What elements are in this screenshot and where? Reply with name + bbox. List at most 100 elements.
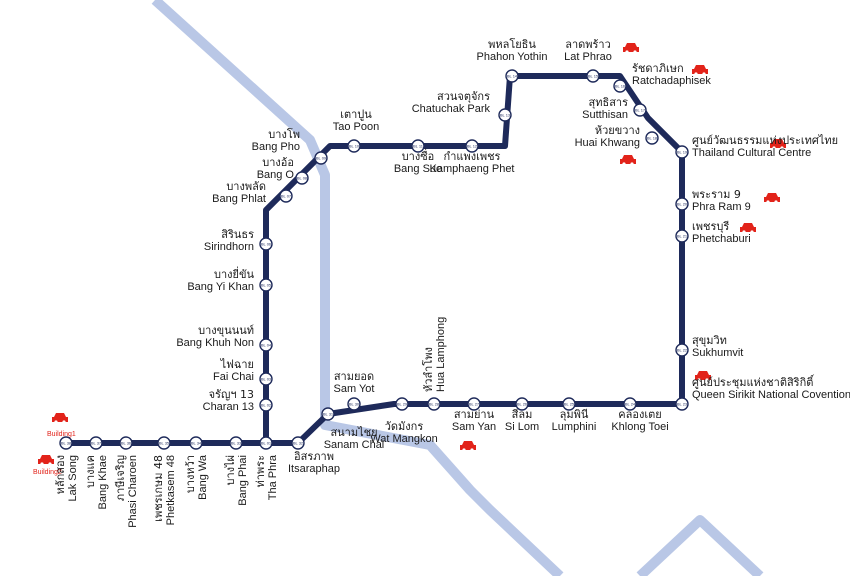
station-name-th: สีลม <box>511 408 532 421</box>
station-marker[interactable] <box>259 436 273 450</box>
station-name-en: Phetchaburi <box>692 233 751 245</box>
station-marker[interactable] <box>347 397 361 411</box>
station-name-en: Kamphaeng Phet <box>429 163 514 175</box>
station-name-en: Chatuchak Park <box>412 103 491 115</box>
station-marker[interactable] <box>59 436 73 450</box>
station-name-en: Phetkasem 48 <box>165 455 177 525</box>
station-name-th: กำแพงเพชร <box>444 150 501 163</box>
station-code: BL 08 <box>297 176 308 181</box>
station-marker[interactable] <box>291 436 305 450</box>
station-name-th: อิสรภาพ <box>294 450 334 463</box>
station-marker[interactable] <box>515 397 529 411</box>
station-marker[interactable] <box>675 343 689 357</box>
station-marker[interactable] <box>395 397 409 411</box>
station-marker[interactable] <box>259 278 273 292</box>
building-1-label: Building1 <box>47 431 76 438</box>
station-marker[interactable] <box>259 372 273 386</box>
station-marker[interactable] <box>498 108 512 122</box>
station[interactable]: BL 19ศูนย์วัฒนธรรมแห่งประเทศไทยThailand … <box>675 134 838 159</box>
station-marker[interactable] <box>623 397 637 411</box>
car-icon <box>38 455 54 466</box>
station-marker[interactable] <box>295 171 309 185</box>
station-marker[interactable] <box>321 407 335 421</box>
station-marker[interactable] <box>157 436 171 450</box>
station-name-en: Khlong Toei <box>611 421 668 433</box>
station-marker[interactable] <box>586 69 600 83</box>
station-marker[interactable] <box>189 436 203 450</box>
station-marker[interactable] <box>633 103 647 117</box>
station-marker[interactable] <box>89 436 103 450</box>
station-name-en: Charan 13 <box>203 401 254 413</box>
station[interactable]: BL 25ลุมพินีLumphini <box>552 397 597 433</box>
station-marker[interactable] <box>229 436 243 450</box>
station-name-th: พระราม 9 <box>692 188 741 201</box>
station-marker[interactable] <box>645 131 659 145</box>
station-marker[interactable] <box>675 397 689 411</box>
station-marker[interactable] <box>675 145 689 159</box>
station-marker[interactable] <box>467 397 481 411</box>
station-marker[interactable] <box>675 197 689 211</box>
station-marker[interactable] <box>562 397 576 411</box>
station-marker[interactable] <box>259 237 273 251</box>
station-name-en: Fai Chai <box>213 371 254 383</box>
station-marker[interactable] <box>314 151 328 165</box>
station-marker[interactable] <box>411 139 425 153</box>
station-code: BL 06 <box>261 242 272 247</box>
station-code: BL 19 <box>677 150 688 155</box>
station-marker[interactable] <box>613 79 627 93</box>
station-code: BL 24 <box>625 402 636 407</box>
station-marker[interactable] <box>465 139 479 153</box>
car-icon <box>623 43 639 54</box>
station-marker[interactable] <box>119 436 133 450</box>
station[interactable]: BL 23ศูนย์ประชุมแห่งชาติสิริกิติ์Queen S… <box>675 374 850 411</box>
station-marker[interactable] <box>505 69 519 83</box>
station-name-th: สามยอด <box>334 370 374 383</box>
station-marker[interactable] <box>259 398 273 412</box>
station-marker[interactable] <box>427 397 441 411</box>
station-name-th: บางขุนนนท์ <box>198 324 254 337</box>
station-marker[interactable] <box>279 189 293 203</box>
station-marker[interactable] <box>259 338 273 352</box>
station-name-th: บางยี่ขัน <box>214 266 254 281</box>
station-code: BL 38 <box>61 441 72 446</box>
station-marker[interactable] <box>675 229 689 243</box>
station-marker[interactable] <box>347 139 361 153</box>
